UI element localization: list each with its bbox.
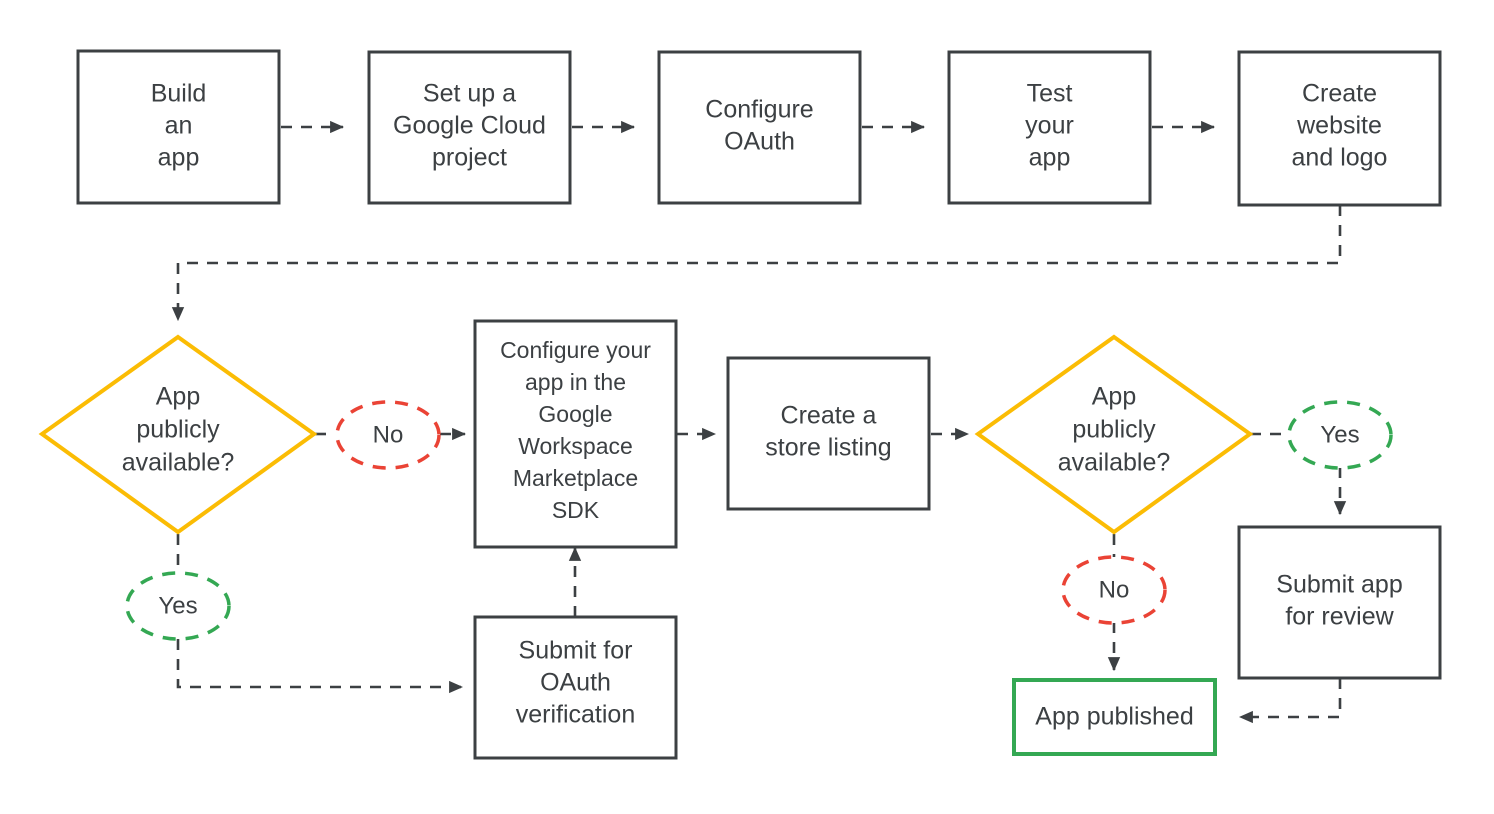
edge-label-left-yes-oval: [125, 571, 231, 641]
node-create-website-and-logo[interactable]: Create website and logo: [1237, 50, 1442, 207]
node-submit-oauth-verification[interactable]: Submit for OAuth verification: [473, 615, 678, 760]
node-configure-sdk-line-1: app in the: [525, 369, 626, 395]
node-submit-oauth-verification-line-2: verification: [516, 701, 636, 729]
node-create-store-listing[interactable]: Create a store listing: [726, 356, 931, 511]
node-configure-oauth-line-0: Configure: [705, 96, 813, 124]
node-create-store-listing-line-0: Create a: [781, 402, 877, 430]
node-decision-public-left-line-1: publicly: [136, 416, 220, 444]
node-test-your-app-line-2: app: [1029, 144, 1071, 172]
edge-label-right-no-oval: [1061, 555, 1167, 625]
node-app-published-label: App published: [1035, 703, 1193, 731]
node-configure-sdk-shape: [473, 319, 678, 549]
node-test-your-app-line-0: Test: [1027, 80, 1073, 108]
edge-label-left-yes-text: Yes: [158, 592, 197, 619]
node-submit-app-for-review-line-0: Submit app: [1276, 571, 1402, 599]
node-submit-oauth-verification-shape: [473, 615, 678, 760]
node-submit-oauth-verification-line-0: Submit for: [519, 637, 633, 665]
node-build-an-app-line-0: Build: [151, 80, 207, 108]
node-create-website-and-logo-line-0: Create: [1302, 80, 1377, 108]
node-decision-public-right-line-0: App: [1092, 383, 1136, 411]
node-test-your-app[interactable]: Test your app: [947, 50, 1152, 205]
node-configure-sdk[interactable]: Configure your app in the Google Workspa…: [473, 319, 678, 549]
edge-yes-label-to-submit-oauth: [176, 639, 464, 694]
node-decision-public-left-line-2: available?: [122, 449, 235, 477]
node-test-your-app-line-1: your: [1025, 112, 1074, 140]
node-create-store-listing-line-1: store listing: [765, 434, 891, 462]
node-test-your-app-shape: [947, 50, 1152, 205]
edge-label-right-yes-text: Yes: [1320, 421, 1359, 448]
node-create-website-and-logo-line-2: and logo: [1292, 144, 1388, 172]
node-set-up-project-line-1: Google Cloud: [393, 112, 546, 140]
node-configure-sdk-line-4: Marketplace: [513, 465, 638, 491]
node-create-store-listing-shape: [726, 356, 931, 511]
node-decision-public-right[interactable]: App publicly available?: [974, 334, 1254, 535]
node-decision-public-right-line-1: publicly: [1072, 416, 1156, 444]
node-configure-sdk-line-5: SDK: [552, 497, 600, 523]
node-submit-app-for-review-line-1: for review: [1285, 603, 1394, 631]
node-decision-public-left-line-0: App: [156, 383, 200, 411]
node-build-an-app-line-1: an: [165, 112, 193, 140]
node-set-up-project-line-2: project: [432, 144, 507, 172]
edge-label-right-no: No: [1061, 555, 1167, 625]
node-decision-public-left[interactable]: App publicly available?: [38, 334, 318, 535]
node-set-up-project[interactable]: Set up a Google Cloud project: [367, 50, 572, 205]
edge-label-left-no-oval: [335, 400, 441, 470]
edge-label-left-no: No: [335, 400, 441, 470]
node-submit-oauth-verification-line-1: OAuth: [540, 669, 611, 697]
node-submit-app-for-review[interactable]: Submit app for review: [1237, 525, 1442, 680]
edge-submit-review-to-app-published: [1238, 678, 1342, 724]
edge-label-right-no-text: No: [1099, 576, 1130, 603]
edge-label-right-yes: Yes: [1287, 400, 1393, 470]
node-build-an-app-line-2: app: [158, 144, 200, 172]
node-create-website-and-logo-shape: [1237, 50, 1442, 207]
node-app-published[interactable]: App published: [1012, 678, 1217, 756]
edge-label-right-yes-oval: [1287, 400, 1393, 470]
edge-website-to-decision-left: [171, 205, 1342, 322]
node-app-published-shape: [1012, 678, 1217, 756]
node-build-an-app[interactable]: Build an app: [76, 49, 281, 205]
node-configure-sdk-line-2: Google: [538, 401, 612, 427]
node-configure-oauth-line-1: OAuth: [724, 128, 795, 156]
node-configure-sdk-line-0: Configure your: [500, 337, 651, 363]
node-configure-oauth-shape: [657, 50, 862, 205]
node-configure-oauth[interactable]: Configure OAuth: [657, 50, 862, 205]
node-decision-public-left-shape: [38, 334, 318, 535]
edge-label-left-no-text: No: [373, 421, 404, 448]
edge-label-left-yes: Yes: [125, 571, 231, 641]
node-configure-sdk-line-3: Workspace: [518, 433, 633, 459]
node-decision-public-right-shape: [974, 334, 1254, 535]
node-set-up-project-line-0: Set up a: [423, 80, 516, 108]
node-submit-app-for-review-shape: [1237, 525, 1442, 680]
node-set-up-project-shape: [367, 50, 572, 205]
node-decision-public-right-line-2: available?: [1058, 449, 1171, 477]
node-build-an-app-shape: [76, 49, 281, 205]
node-create-website-and-logo-line-1: website: [1296, 112, 1382, 140]
